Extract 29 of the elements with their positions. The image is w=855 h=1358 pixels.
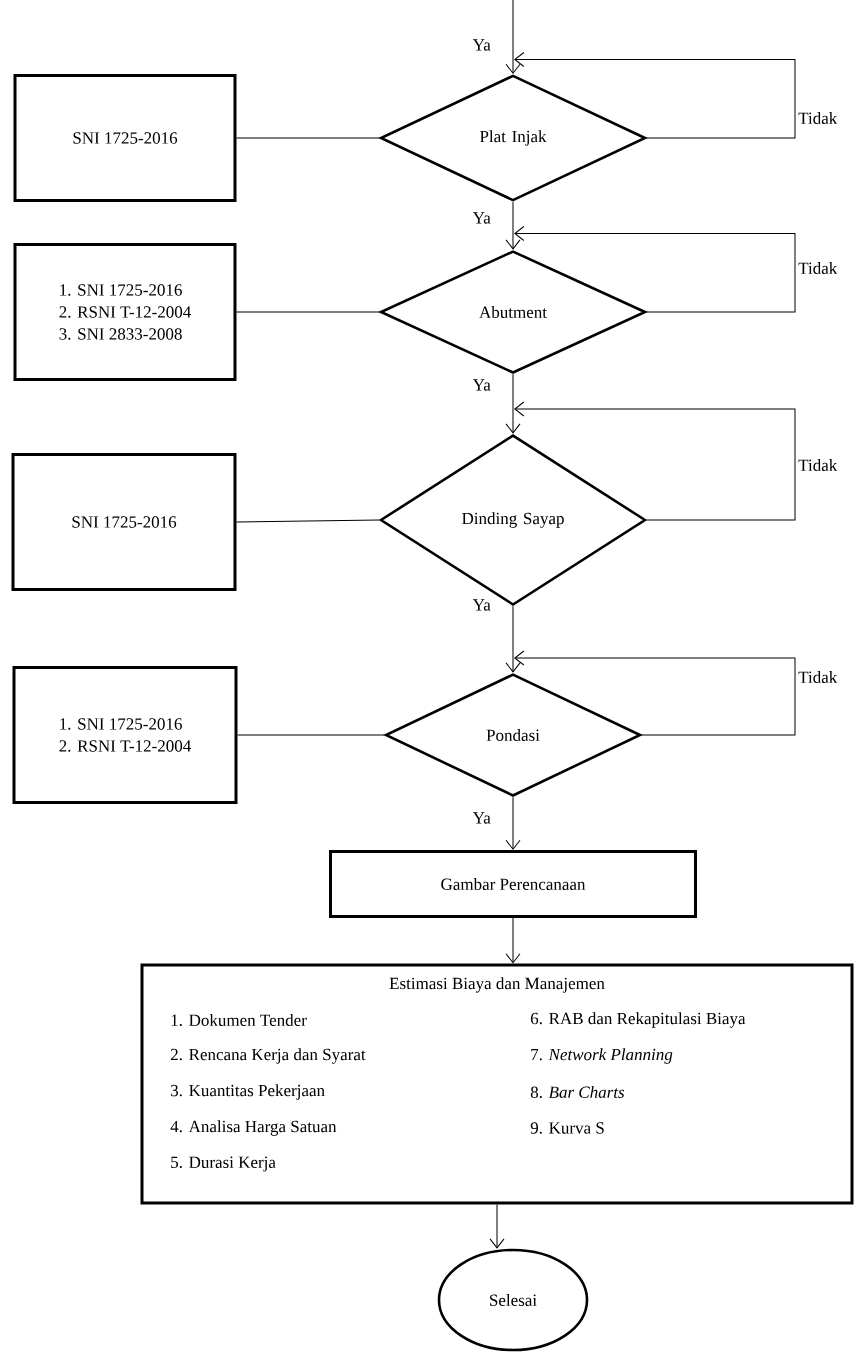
- edge-label: Ya: [471, 811, 492, 825]
- edge-label: Tidak: [797, 458, 839, 472]
- edge-label: Ya: [471, 378, 492, 392]
- connector-line: [236, 311, 380, 313]
- loop-arrow: [514, 650, 796, 736]
- process-box: SNI 1725-2016: [13, 74, 237, 202]
- connector-line: [236, 137, 380, 139]
- edge-label: Tidak: [797, 670, 839, 684]
- arrow: [505, 796, 521, 850]
- edge-label: Tidak: [797, 111, 839, 125]
- process-box: 1. SNI 1725-2016 2. RSNI T-12-2004: [12, 666, 238, 804]
- process-box: Estimasi Biaya dan Manajemen 1. Dokumen Tender 2. Rencana Kerja dan Syarat 3. Kuantitas Pekerjaan 4. Analisa Harga Satuan 5. Durasi Kerja 6. RAB dan Rekapitulasi Biaya 7. Network Planning 8. Bar Charts 9. Kurva S: [140, 963, 854, 1205]
- loop-arrow: [514, 226, 796, 313]
- edge-label: Tidak: [797, 261, 839, 275]
- connector-line: [237, 734, 385, 736]
- edge-label: Ya: [471, 38, 492, 52]
- loop-arrow: [514, 52, 796, 139]
- arrow: [505, 917, 521, 964]
- arrow: [505, 201, 521, 250]
- connector-line: [236, 519, 380, 523]
- process-box: 1. SNI 1725-2016 2. RSNI T-12-2004 3. SNI 2833-2008: [13, 243, 237, 381]
- process-box: Gambar Perencanaan: [329, 850, 697, 918]
- arrow: [489, 1204, 505, 1249]
- arrow: [505, 0, 521, 74]
- edge-label: Ya: [471, 211, 492, 225]
- loop-arrow: [514, 401, 796, 521]
- arrow: [505, 373, 521, 434]
- arrow: [505, 605, 521, 673]
- process-box: SNI 1725-2016: [11, 453, 237, 591]
